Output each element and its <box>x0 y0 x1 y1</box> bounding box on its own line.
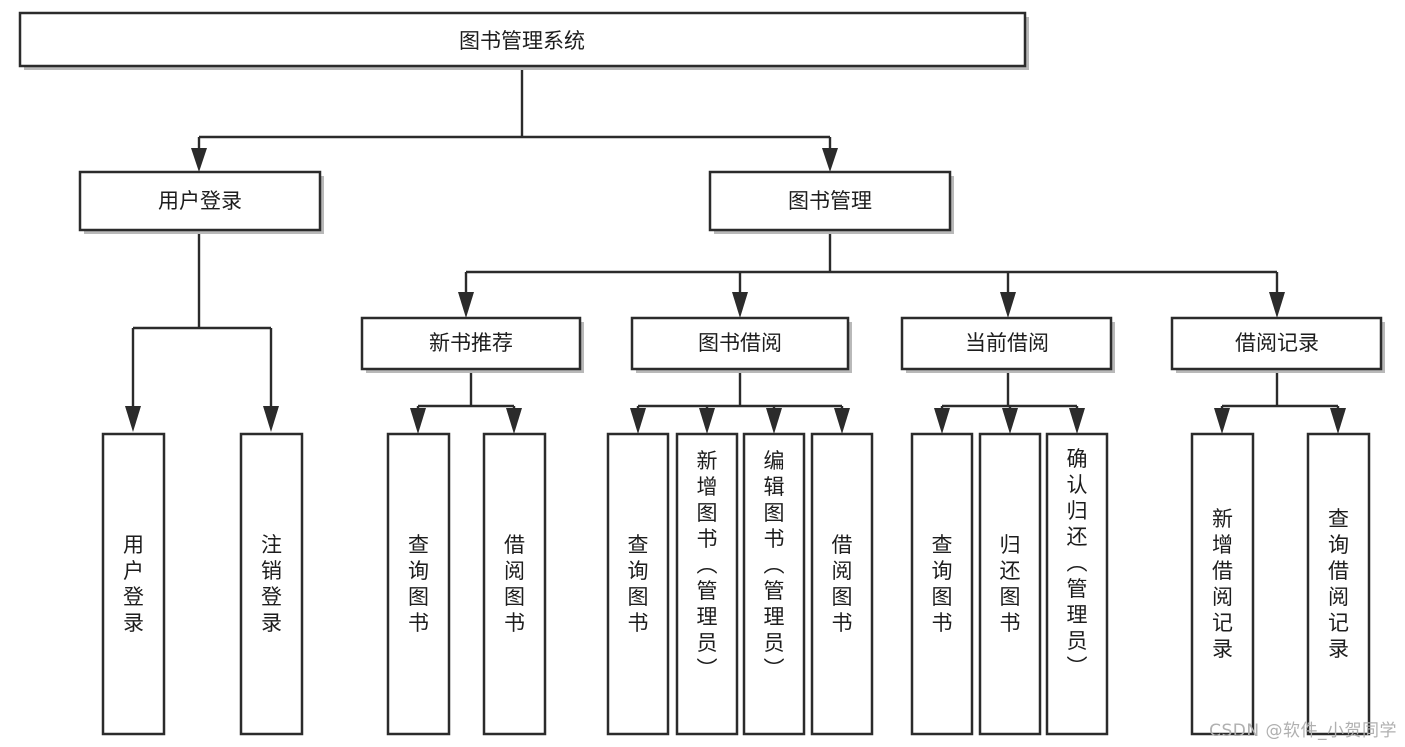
arrow-borrow-leaf-3 <box>766 408 782 434</box>
arrow-current-leaf-2 <box>1002 408 1018 434</box>
leaf-box-book-borrow-2[interactable] <box>675 432 739 736</box>
leaf-box-borrow-record-2[interactable] <box>1306 432 1371 736</box>
leaf-box-book-borrow-3[interactable] <box>742 432 806 736</box>
arrow-newbook-leaf-1 <box>410 408 426 434</box>
new-book-node-box[interactable] <box>360 316 582 371</box>
arrow-userlogin-leaf-2 <box>263 406 279 432</box>
leaf-box-user-login-2[interactable] <box>239 432 304 736</box>
book-borrow-node-label: 图书借阅 <box>698 331 782 355</box>
leaf-box-new-book-1[interactable] <box>386 432 451 736</box>
book-borrow-node-box[interactable] <box>630 316 850 371</box>
root-node-label: 图书管理系统 <box>459 29 585 53</box>
arrow-newbook-leaf-2 <box>506 408 522 434</box>
leaf-box-new-book-2[interactable] <box>482 432 547 736</box>
leaf-box-current-borrow-1[interactable] <box>910 432 974 736</box>
user-login-node-box[interactable] <box>78 170 322 232</box>
leaf-box-current-borrow-2[interactable] <box>978 432 1042 736</box>
watermark-text: CSDN @软件_小贺同学 <box>1209 721 1397 741</box>
arrow-root-to-user-login <box>191 148 207 172</box>
book-mgmt-node-box[interactable] <box>708 170 952 232</box>
arrow-borrow-leaf-1 <box>630 408 646 434</box>
arrow-bookmgmt-to-newbook <box>458 292 474 318</box>
leaf-box-borrow-record-1[interactable] <box>1190 432 1255 736</box>
arrow-bookmgmt-to-record <box>1269 292 1285 318</box>
leaf-box-user-login-1[interactable] <box>101 432 166 736</box>
leaf-box-current-borrow-3[interactable] <box>1045 432 1109 736</box>
arrow-root-to-book-mgmt <box>822 148 838 172</box>
nodes-layer: 图书管理系统 用户登录 图书管理 新书推荐 图书借阅 当前借阅 借阅记录 <box>18 11 1385 736</box>
arrow-record-leaf-1 <box>1214 408 1230 434</box>
arrow-bookmgmt-to-current <box>1000 292 1016 318</box>
book-mgmt-node-label: 图书管理 <box>788 189 872 213</box>
leaf-box-book-borrow-4[interactable] <box>810 432 874 736</box>
arrow-current-leaf-3 <box>1069 408 1085 434</box>
arrow-bookmgmt-to-borrow <box>732 292 748 318</box>
connectors-layer <box>125 66 1346 434</box>
arrow-record-leaf-2 <box>1330 408 1346 434</box>
leaf-box-book-borrow-1[interactable] <box>606 432 670 736</box>
arrow-borrow-leaf-4 <box>834 408 850 434</box>
arrow-userlogin-leaf-1 <box>125 406 141 432</box>
borrow-record-node-box[interactable] <box>1170 316 1383 371</box>
borrow-record-node-label: 借阅记录 <box>1235 331 1319 355</box>
arrow-current-leaf-1 <box>934 408 950 434</box>
current-borrow-node-label: 当前借阅 <box>965 331 1049 355</box>
arrow-borrow-leaf-2 <box>699 408 715 434</box>
root-node-box[interactable] <box>18 11 1027 68</box>
user-login-node-label: 用户登录 <box>158 189 242 213</box>
current-borrow-node-box[interactable] <box>900 316 1113 371</box>
new-book-node-label: 新书推荐 <box>429 331 513 355</box>
